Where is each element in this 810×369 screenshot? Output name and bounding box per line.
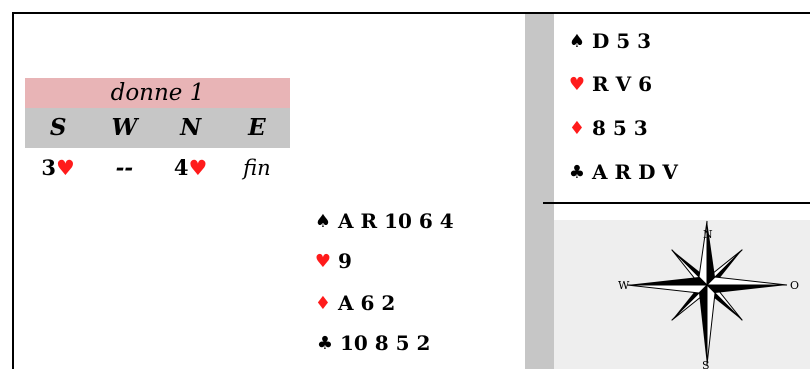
north-spades: ♠ D 5 3 <box>566 20 678 62</box>
south-diamonds-cards: A 6 2 <box>338 291 396 315</box>
north-hand: ♠ D 5 3 ♥ R V 6 ♦ 8 5 3 ♣ A R D V <box>566 20 678 194</box>
spade-icon: ♠ <box>568 30 586 52</box>
seat-south: S <box>49 114 67 141</box>
seat-north: N <box>180 114 202 141</box>
south-diamonds: ♦ A 6 2 <box>312 283 454 323</box>
bid-east: fin <box>243 156 271 180</box>
north-clubs: ♣ A R D V <box>566 150 678 194</box>
north-hearts: ♥ R V 6 <box>566 62 678 106</box>
heart-icon: ♥ <box>188 155 208 180</box>
compass-north-label: N <box>703 228 713 241</box>
bid-south: 3♥ <box>25 148 91 188</box>
north-diamonds-cards: 8 5 3 <box>592 116 648 140</box>
compass-rose-icon: N S W O <box>618 220 799 369</box>
south-clubs: ♣ 10 8 5 2 <box>312 323 454 363</box>
seat-west: W <box>111 114 138 141</box>
north-spades-cards: D 5 3 <box>592 29 652 53</box>
club-icon: ♣ <box>568 161 586 183</box>
south-hearts: ♥ 9 <box>312 239 454 283</box>
south-hearts-cards: 9 <box>338 249 352 273</box>
bid-north: 4♥ <box>158 148 224 188</box>
north-clubs-cards: A R D V <box>592 160 678 184</box>
separator-column <box>525 14 554 369</box>
compass-panel: N S W O <box>554 220 810 369</box>
frame-left-border <box>12 12 14 369</box>
frame-top-border <box>12 12 810 14</box>
heart-icon: ♥ <box>56 155 75 180</box>
south-spades-cards: A R 10 6 4 <box>338 209 454 233</box>
bid-level: 3 <box>41 155 57 180</box>
heart-icon: ♥ <box>314 250 332 272</box>
hand-divider <box>543 202 810 204</box>
bidding-table: donne 1 S W N E 3♥ -- 4♥ fin <box>25 78 290 188</box>
bid-west: -- <box>115 155 134 180</box>
heart-icon: ♥ <box>568 73 586 95</box>
compass-south-label: S <box>702 359 710 369</box>
club-icon: ♣ <box>316 332 334 354</box>
south-spades: ♠ A R 10 6 4 <box>312 203 454 239</box>
diamond-icon: ♦ <box>314 292 332 314</box>
north-hearts-cards: R V 6 <box>592 72 652 96</box>
spade-icon: ♠ <box>314 210 332 232</box>
bid-row: 3♥ -- 4♥ fin <box>25 148 290 188</box>
north-diamonds: ♦ 8 5 3 <box>566 106 678 150</box>
south-clubs-cards: 10 8 5 2 <box>340 331 431 355</box>
diamond-icon: ♦ <box>568 117 586 139</box>
seat-east: E <box>248 114 266 141</box>
deal-title: donne 1 <box>25 78 290 108</box>
seat-header: S W N E <box>25 108 290 148</box>
compass-east-label: O <box>790 279 799 292</box>
bid-level: 4 <box>173 155 189 180</box>
south-hand: ♠ A R 10 6 4 ♥ 9 ♦ A 6 2 ♣ 10 8 5 2 <box>312 203 454 363</box>
compass-west-label: W <box>618 279 630 292</box>
